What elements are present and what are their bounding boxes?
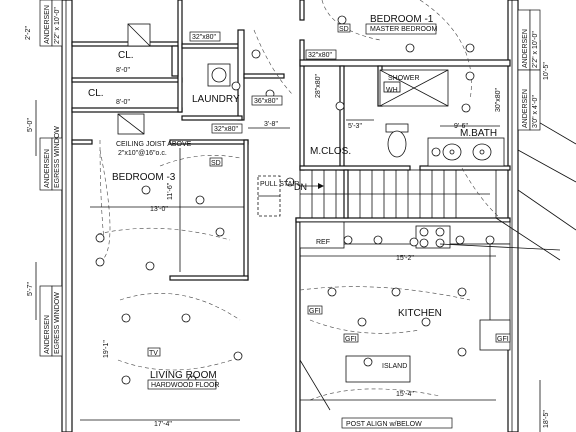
exterior-walls <box>61 0 519 432</box>
bath-fixtures <box>379 69 505 167</box>
room-living: LIVING ROOM <box>150 370 217 381</box>
door-tags: 32"x80" 32"x80" 32"x80" 36"x80" 28"x80" … <box>189 31 502 134</box>
dim-15-4: 15'-4" <box>396 391 414 398</box>
label-shower: SHOWER <box>388 75 420 82</box>
dimension-labels: 8'-0" 8'-0" 5'-3" 9'-6" 3'-8" 13'-0" 11'… <box>25 26 550 428</box>
interior-walls <box>71 0 511 432</box>
room-closet-a: CL. <box>118 50 134 61</box>
dim-19-1: 19'-1" <box>103 340 110 358</box>
dim-5-7: 5'-7" <box>27 282 34 296</box>
door-32x80-a: 32"x80" <box>192 34 217 41</box>
window-left-bot-spec: EGRESS WINDOW <box>54 292 61 354</box>
dn-arrow <box>300 183 324 189</box>
notes: CEILING JOIST ABOVE 2"x10"@16"o.c. POST … <box>116 141 453 429</box>
window-left-top-size: 2'2" x 10'-0" <box>54 7 61 44</box>
note-ceiling-joist: CEILING JOIST ABOVE <box>116 141 192 148</box>
window-labels: ANDERSEN 2'2" x 10'-0" ANDERSEN EGRESS W… <box>44 5 539 354</box>
door-36x80: 36"x80" <box>254 98 279 105</box>
door-32x80-b: 32"x80" <box>308 52 333 59</box>
label-pull-stair: PULL STAIR <box>260 181 299 188</box>
note-post-align: POST ALIGN w/BELOW <box>346 421 422 428</box>
window-right-mid-brand: ANDERSEN <box>522 89 529 128</box>
stair <box>299 169 497 219</box>
room-bedroom-1: BEDROOM -1 <box>370 14 434 25</box>
tag-sd-bedroom3: SD <box>211 160 221 167</box>
label-water-heater: WH <box>386 87 398 94</box>
dimension-lines <box>35 40 541 432</box>
room-living-floor: HARDWOOD FLOOR <box>151 382 219 389</box>
room-laundry: LAUNDRY <box>192 94 240 105</box>
dim-13-0: 13'-0" <box>150 206 168 213</box>
dim-15-2: 15'-2" <box>396 255 414 262</box>
label-down: DN <box>294 182 307 192</box>
door-30x80: 30"x80" <box>495 87 502 112</box>
ceiling-lights <box>95 15 495 385</box>
window-right-mid-size: 3'0" x 4'-0" <box>532 95 539 128</box>
dim-3-8: 3'-8" <box>264 121 278 128</box>
window-right-top-size: 2'2" x 10'-0" <box>532 31 539 68</box>
room-bedroom-3: BEDROOM -3 <box>112 172 176 183</box>
dim-17-4: 17'-4" <box>154 421 172 428</box>
window-left-mid-brand: ANDERSEN <box>44 149 51 188</box>
dim-2-2: 2'-2" <box>25 26 32 40</box>
room-master-bedroom: MASTER BEDROOM <box>370 26 437 33</box>
dim-9-6: 9'-6" <box>454 123 468 130</box>
room-labels: BEDROOM -1 MASTER BEDROOM CL. CL. LAUNDR… <box>88 14 497 390</box>
dim-11-6: 11'-6" <box>167 182 174 200</box>
dim-10-5: 10'-5" <box>543 62 550 80</box>
tag-tv: TV <box>149 350 158 357</box>
switch-wiring <box>97 0 501 401</box>
door-32x80-c: 32"x80" <box>214 126 239 133</box>
room-closet-b: CL. <box>88 88 104 99</box>
device-tags: SD SD GFI GFI GFI TV <box>147 23 511 357</box>
note-ceiling-joist-spec: 2"x10"@16"o.c. <box>118 150 167 157</box>
tag-gfi-kitchen-c: GFI <box>497 336 509 343</box>
door-28x80: 28"x80" <box>315 73 322 98</box>
window-left-top-brand: ANDERSEN <box>44 5 51 44</box>
pull-stair <box>257 175 281 217</box>
laundry-fixtures <box>117 23 231 135</box>
window-right-top-brand: ANDERSEN <box>522 29 529 68</box>
dim-18-5: 18'-5" <box>543 410 550 428</box>
fixture-labels: SHOWER WH REF ISLAND PULL STAIR DN <box>260 75 420 370</box>
tag-gfi-kitchen-b: GFI <box>345 336 357 343</box>
room-kitchen: KITCHEN <box>398 308 442 319</box>
window-left-bot-brand: ANDERSEN <box>44 315 51 354</box>
window-left-mid-spec: EGRESS WINDOW <box>54 126 61 188</box>
label-island: ISLAND <box>382 363 407 370</box>
window-tags-right <box>517 9 541 131</box>
tag-sd-master: SD <box>339 26 349 33</box>
tag-gfi-kitchen-a: GFI <box>309 308 321 315</box>
window-tags-left <box>39 0 63 357</box>
room-master-bath: M.BATH <box>460 128 497 139</box>
dim-8-0-b: 8'-0" <box>116 99 130 106</box>
dim-5-0: 5'-0" <box>27 118 34 132</box>
dim-8-0-a: 8'-0" <box>116 67 130 74</box>
room-master-closet: M.CLOS. <box>310 146 351 157</box>
label-refrigerator: REF <box>316 239 330 246</box>
dim-5-3: 5'-3" <box>348 123 362 130</box>
